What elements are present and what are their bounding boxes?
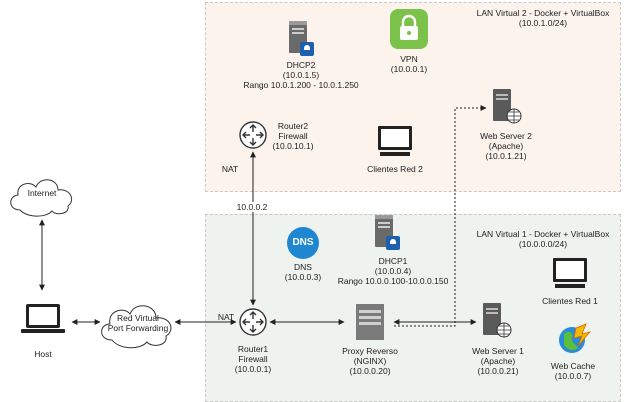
cloud-icon xyxy=(101,305,172,349)
dns-icon-text: DNS xyxy=(292,237,314,248)
monitor-icon xyxy=(553,258,587,288)
dhcp2-label: DHCP2 (10.0.1.5) Rango 10.0.1.200 - 10.0… xyxy=(230,60,372,90)
webcache-name: Web Cache xyxy=(550,361,596,371)
web-server-icon xyxy=(493,89,522,124)
dns-icon xyxy=(287,227,319,259)
webserver1-name: Web Server 1 xyxy=(472,346,524,356)
lan1-label: LAN Virtual 1 - Docker + VirtualBox (10.… xyxy=(468,229,618,249)
cloud-icon xyxy=(10,179,73,217)
dhcp1-name: DHCP1 xyxy=(378,256,408,266)
lan1-title: LAN Virtual 1 - Docker + VirtualBox xyxy=(476,229,610,239)
dhcp1-ip: (10.0.0.4) xyxy=(374,266,412,276)
dhcp2-name: DHCP2 xyxy=(286,60,316,70)
router1-role: Firewall xyxy=(238,354,268,364)
link-proxy-webserver2 xyxy=(394,105,487,327)
red-virtual-label: Red Virtual Port Forwarding xyxy=(96,313,180,333)
lan-virtual-1-zone xyxy=(205,214,621,402)
proxy-name: Proxy Reverso xyxy=(342,346,398,356)
webcache-ip: (10.0.0.7) xyxy=(554,371,592,381)
lan2-title: LAN Virtual 2 - Docker + VirtualBox xyxy=(476,8,610,18)
router2-ip: (10.0.10.1) xyxy=(272,141,314,151)
red-virtual-line1: Red Virtual xyxy=(117,313,159,323)
router-icon xyxy=(239,121,267,149)
vpn-ip: (10.0.0.1) xyxy=(390,64,428,74)
webserver2-label: Web Server 2 (Apache) (10.0.1.21) xyxy=(470,131,542,161)
server-icon xyxy=(289,21,314,56)
dns-ip: (10.0.0.3) xyxy=(284,272,322,282)
dhcp1-label: DHCP1 (10.0.0.4) Rango 10.0.0.100-10.0.0… xyxy=(330,256,456,286)
router-link-ip-label: 10.0.0.2 xyxy=(232,202,272,212)
proxy-label: Proxy Reverso (NGINX) (10.0.0.20) xyxy=(330,346,410,376)
proxy-sw: (NGINX) xyxy=(353,356,387,366)
clientes1-label: Clientes Red 1 xyxy=(542,296,598,306)
host-label: Host xyxy=(34,349,52,359)
lan1-subnet: (10.0.0.0/24) xyxy=(518,239,568,249)
nat-top-label: NAT xyxy=(221,164,239,174)
laptop-icon xyxy=(21,304,65,333)
lan2-label: LAN Virtual 2 - Docker + VirtualBox (10.… xyxy=(468,8,618,28)
webserver2-ip: (10.0.1.21) xyxy=(485,151,527,161)
webserver2-sw: (Apache) xyxy=(488,141,524,151)
webserver1-label: Web Server 1 (Apache) (10.0.0.21) xyxy=(462,346,534,376)
proxy-ip: (10.0.0.20) xyxy=(349,366,391,376)
nat-left-label: NAT xyxy=(217,312,235,322)
vpn-name: VPN xyxy=(400,54,418,64)
router1-ip: (10.0.0.1) xyxy=(234,364,272,374)
router1-name: Router1 xyxy=(237,344,269,354)
webserver2-name: Web Server 2 xyxy=(480,131,532,141)
vpn-lock-icon xyxy=(390,9,428,49)
internet-label: Internet xyxy=(27,188,57,198)
server-icon xyxy=(375,215,400,250)
dns-label: DNS (10.0.0.3) xyxy=(268,262,338,282)
web-cache-icon xyxy=(559,323,592,353)
webcache-label: Web Cache (10.0.0.7) xyxy=(538,361,608,381)
router2-label: Router2 Firewall (10.0.10.1) xyxy=(268,121,318,151)
webserver1-ip: (10.0.0.21) xyxy=(477,366,519,376)
router2-role: Firewall xyxy=(278,131,308,141)
red-virtual-line2: Port Forwarding xyxy=(107,323,169,333)
dhcp2-ip: (10.0.1.5) xyxy=(282,70,320,80)
router2-name: Router2 xyxy=(277,121,309,131)
proxy-server-icon xyxy=(356,304,384,340)
router-icon xyxy=(239,308,267,336)
dhcp1-range: Rango 10.0.0.100-10.0.0.150 xyxy=(337,276,449,286)
web-server-icon xyxy=(483,303,512,338)
monitor-icon xyxy=(378,126,412,156)
dhcp2-range: Rango 10.0.1.200 - 10.0.1.250 xyxy=(243,80,359,90)
vpn-label: VPN (10.0.0.1) xyxy=(379,54,439,74)
dns-name: DNS xyxy=(294,262,312,272)
clientes2-label: Clientes Red 2 xyxy=(367,164,423,174)
webserver1-sw: (Apache) xyxy=(480,356,516,366)
router1-label: Router1 Firewall (10.0.0.1) xyxy=(213,344,293,374)
lan2-subnet: (10.0.1.0/24) xyxy=(518,18,568,28)
